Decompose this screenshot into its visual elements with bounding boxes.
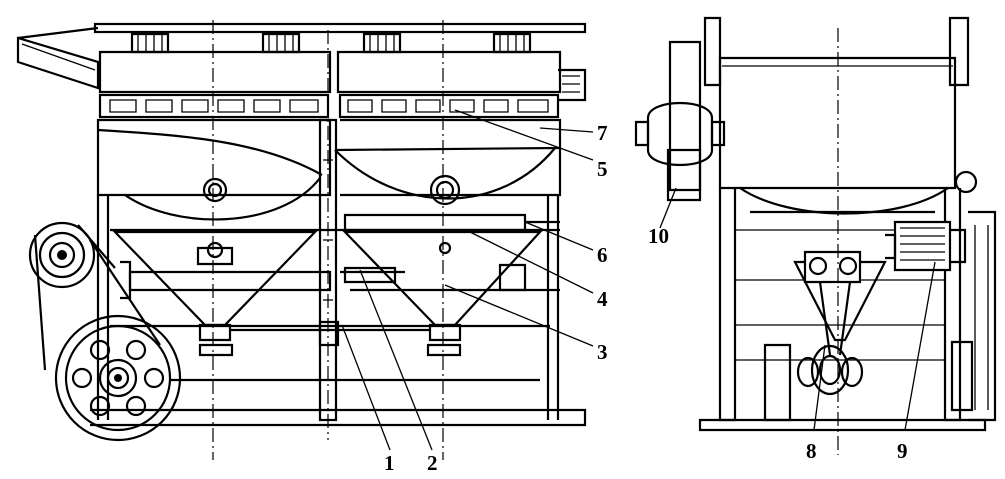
- callouts: 1 2 3 4 5 6 7 8 9 10: [384, 121, 908, 475]
- callout-1: 1: [384, 451, 395, 475]
- callout-3: 3: [597, 340, 608, 364]
- front-view: [16, 20, 587, 460]
- cover-housing: [98, 50, 587, 102]
- callout-6: 6: [597, 243, 608, 267]
- callout-10: 10: [648, 224, 669, 248]
- side-view: [634, 16, 997, 455]
- callout-2: 2: [427, 451, 438, 475]
- sieve-body: [96, 118, 562, 221]
- callout-9: 9: [897, 439, 908, 463]
- sieve-frame: [196, 213, 560, 266]
- top-caps: [130, 32, 532, 54]
- callout-4: 4: [597, 287, 608, 311]
- sieve-row: [98, 93, 560, 119]
- inlet-chute: [16, 26, 100, 90]
- top-cover: [93, 22, 587, 34]
- connecting-rods: [170, 266, 540, 382]
- center-lines: [212, 20, 444, 460]
- leader-lines: [341, 109, 936, 451]
- callout-7: 7: [597, 121, 608, 145]
- callout-5: 5: [597, 157, 608, 181]
- callout-8: 8: [806, 439, 817, 463]
- drive-system: [28, 221, 182, 442]
- horizontal-beams: [110, 228, 560, 328]
